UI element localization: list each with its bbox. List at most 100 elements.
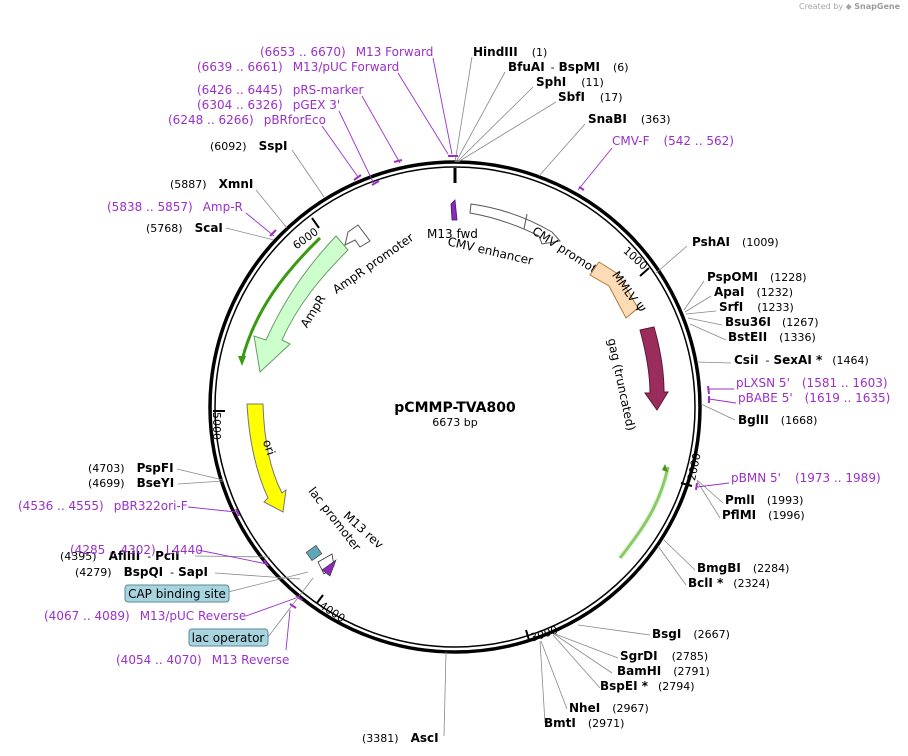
pmli-leader [696, 479, 724, 504]
enzyme-pflmi[interactable]: PflMI(1996) [722, 508, 805, 522]
lac-operator-label: lac operator [192, 631, 265, 645]
enzyme-bspei[interactable]: BspEI *(2794) [600, 679, 695, 693]
ampr-promoter-feature[interactable] [344, 224, 371, 248]
primer-labels: (6653 .. 6670)M13 Forward (6639 .. 6661)… [18, 45, 890, 667]
primer-prs-marker[interactable]: (6426 .. 6445)pRS-marker [197, 83, 363, 97]
tick-mark-3000 [525, 629, 530, 641]
cap-binding-site-bg [124, 584, 230, 603]
l4440-marker [263, 559, 269, 567]
cmv-promoter-feature[interactable] [469, 203, 561, 245]
cmv-f-marker [578, 186, 585, 191]
enzyme-scai[interactable]: (5768)ScaI [146, 221, 223, 235]
primer-m13puc-reverse[interactable]: (4067 .. 4089)M13/pUC Reverse [44, 609, 246, 623]
enzyme-bsgi[interactable]: BsgI(2667) [652, 627, 730, 641]
enzyme-sphi[interactable]: SphI(11) [536, 75, 604, 89]
pbr322ori-marker [235, 508, 240, 517]
enzyme-apai[interactable]: ApaI(1232) [714, 285, 793, 299]
backbone-inner-ring [214, 166, 696, 648]
sspi-leader [291, 149, 325, 198]
ampr-feature[interactable] [253, 235, 349, 374]
bmti-leader [539, 640, 546, 724]
enzyme-sbfi[interactable]: SbfI(17) [558, 90, 623, 104]
enzyme-bsu36i[interactable]: Bsu36I(1267) [725, 315, 819, 329]
xmni-leader [255, 189, 288, 229]
enzyme-hindiii[interactable]: HindIII(1) [473, 45, 547, 59]
hindiii-leader [454, 56, 473, 163]
pgex-marker [371, 180, 380, 186]
tick-label-4000: 4000 [317, 599, 348, 625]
pflmi-leader [696, 480, 721, 519]
bspei-leader [552, 634, 601, 689]
sphi-leader [456, 86, 534, 163]
primer-amp-r[interactable]: (5838 .. 5857)Amp-R [107, 200, 243, 214]
enzyme-pspfi[interactable]: (4703)PspFI [88, 461, 174, 475]
green-feature-right-glow [617, 466, 671, 560]
pspomi-leader [683, 280, 705, 311]
tick-label-6000: 6000 [290, 225, 320, 252]
m13-forward-leader [432, 57, 453, 155]
lac-operator-box[interactable]: lac operator [188, 628, 269, 647]
prs-marker-marker [393, 159, 403, 163]
m13-rev-feature[interactable] [321, 559, 337, 577]
pbmn-leader [696, 482, 730, 488]
m13-reverse-leader [285, 609, 291, 651]
bmgbi-leader [663, 539, 696, 571]
m13puc-reverse-leader [245, 597, 297, 617]
enzyme-bspqi-sapi[interactable]: (4279)BspQI-SapI [75, 565, 208, 579]
enzyme-bfuai-bspmi[interactable]: BfuAI-BspMI(6) [508, 60, 629, 74]
enzyme-xmni[interactable]: (5887)XmnI [170, 177, 253, 191]
enzyme-srfi[interactable]: SrfI(1233) [719, 300, 794, 314]
csii-leader [696, 361, 732, 364]
cap-site-mark [305, 545, 323, 561]
gag-label: gag (truncated) [605, 337, 638, 432]
bcli-leader [657, 545, 687, 586]
pbmn-marker [695, 482, 698, 491]
pspfi-leader [176, 468, 224, 481]
tick-mark-4000 [316, 594, 324, 604]
enzyme-bsteii[interactable]: BstEII(1336) [728, 330, 816, 344]
enzyme-bamhi[interactable]: BamHI(2791) [617, 664, 710, 678]
primer-pbr322ori-f[interactable]: (4536 .. 4555)pBR322ori-F [18, 499, 188, 513]
primer-m13-forward[interactable]: (6653 .. 6670)M13 Forward [260, 45, 433, 59]
enzyme-bseyi[interactable]: (4699)BseYI [88, 476, 174, 490]
primer-m13-reverse[interactable]: (4054 .. 4070)M13 Reverse [116, 653, 289, 667]
enzyme-sspi[interactable]: (6092)SspI [210, 139, 287, 153]
primer-l4440[interactable]: (4285 .. 4302)L4440 [70, 543, 203, 557]
primer-m13puc-forward[interactable]: (6639 .. 6661)M13/pUC Forward [197, 60, 399, 74]
primer-leader-lines [187, 57, 737, 651]
primer-pbmn[interactable]: pBMN 5'(1973 .. 1989) [731, 471, 881, 485]
enzyme-bglii[interactable]: BglII(1668) [738, 413, 817, 427]
enzyme-pshai[interactable]: PshAI(1009) [692, 235, 779, 249]
enzyme-bmgbi[interactable]: BmgBI(2284) [697, 561, 789, 575]
enzyme-asci[interactable]: (3381)AscI [362, 731, 439, 745]
enzyme-sgrdi[interactable]: SgrDI(2785) [620, 649, 708, 663]
primer-plxsn[interactable]: pLXSN 5'(1581 .. 1603) [736, 376, 888, 390]
m13puc-forward-leader [397, 72, 449, 155]
primer-pgex[interactable]: (6304 .. 6326)pGEX 3' [197, 98, 340, 112]
cmv-enhancer-label: CMV enhancer [446, 234, 534, 267]
enzyme-snabi[interactable]: SnaBI(363) [588, 112, 671, 126]
gag-feature[interactable] [639, 326, 669, 411]
enzyme-bcli[interactable]: BclI *(2324) [688, 576, 770, 590]
bsteii-leader [689, 323, 727, 341]
credit-brand: SnapGene [854, 2, 900, 11]
tick-label-3000: 3000 [529, 623, 560, 644]
enzyme-nhei[interactable]: NheI(2967) [569, 701, 649, 715]
cap-binding-site-box[interactable]: CAP binding site [124, 584, 230, 603]
mmlv-psi-feature[interactable] [589, 261, 639, 319]
cmv-divider [523, 213, 528, 230]
primer-cmv-f[interactable]: CMV-F(542 .. 562) [612, 134, 734, 148]
enzyme-bmti[interactable]: BmtI(2971) [544, 716, 624, 730]
enzyme-afliii-pcii[interactable]: (4395)AflIII-PciI [60, 549, 180, 563]
enzyme-pspomi[interactable]: PspOMI(1228) [707, 270, 807, 284]
ori-feature[interactable] [246, 403, 287, 513]
prs-marker-leader [361, 95, 401, 164]
primer-pbabe[interactable]: pBABE 5'(1619 .. 1635) [738, 391, 890, 405]
primer-pbrforeco[interactable]: (6248 .. 6266)pBRforEco [168, 113, 326, 127]
enzyme-csii-sexai[interactable]: CsiI-SexAI *(1464) [734, 353, 869, 367]
enzyme-pmli[interactable]: PmlI(1993) [725, 493, 803, 507]
m13-fwd-feature[interactable] [450, 199, 458, 221]
bsu36i-leader [687, 317, 723, 326]
pbrforeco-marker [353, 174, 362, 181]
